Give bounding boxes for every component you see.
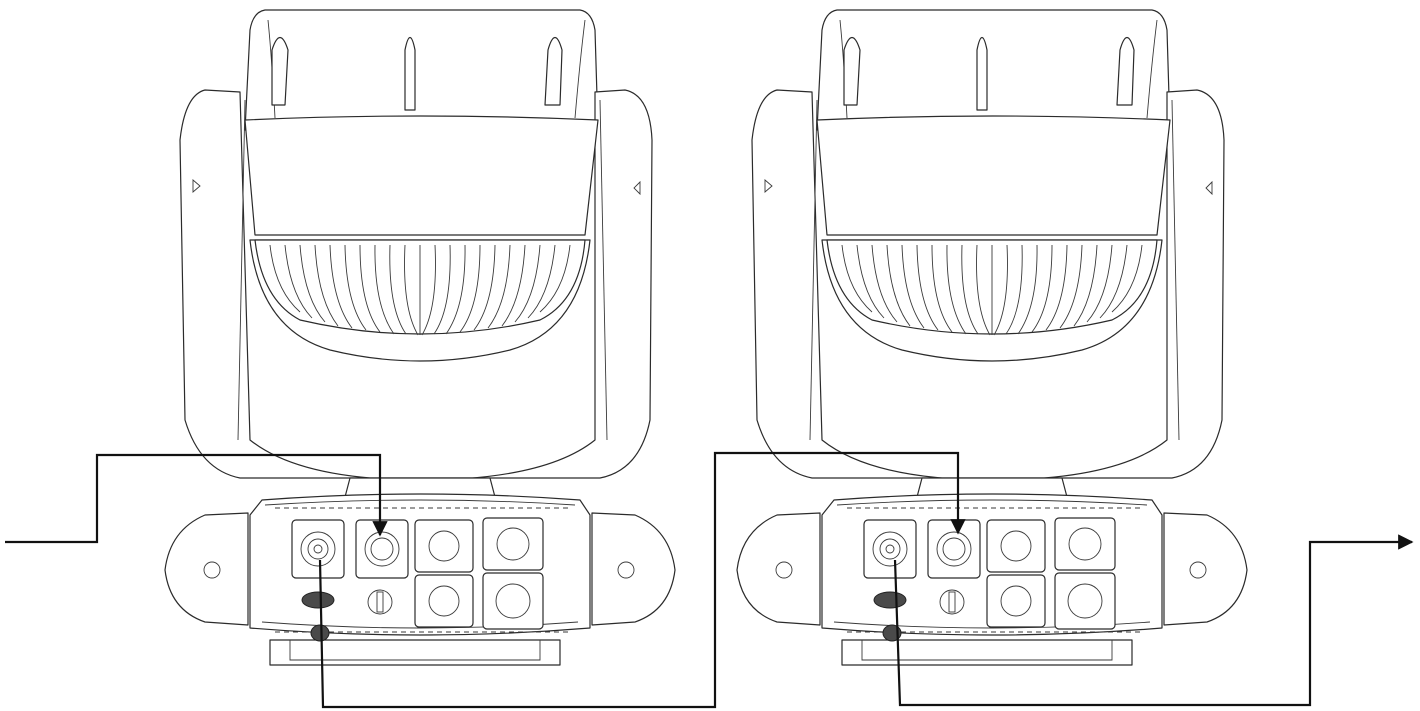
moving-head-fixture-icon: [736, 9, 1248, 666]
link-cable-fixture-2-to-next: [893, 534, 1414, 707]
mains-supply-cable: [5, 453, 388, 544]
fixture-1: [164, 9, 676, 666]
link-cable-fixture-1-to-2: [318, 451, 966, 709]
moving-head-fixture-icon: [164, 9, 676, 666]
fixture-2: [736, 9, 1248, 666]
